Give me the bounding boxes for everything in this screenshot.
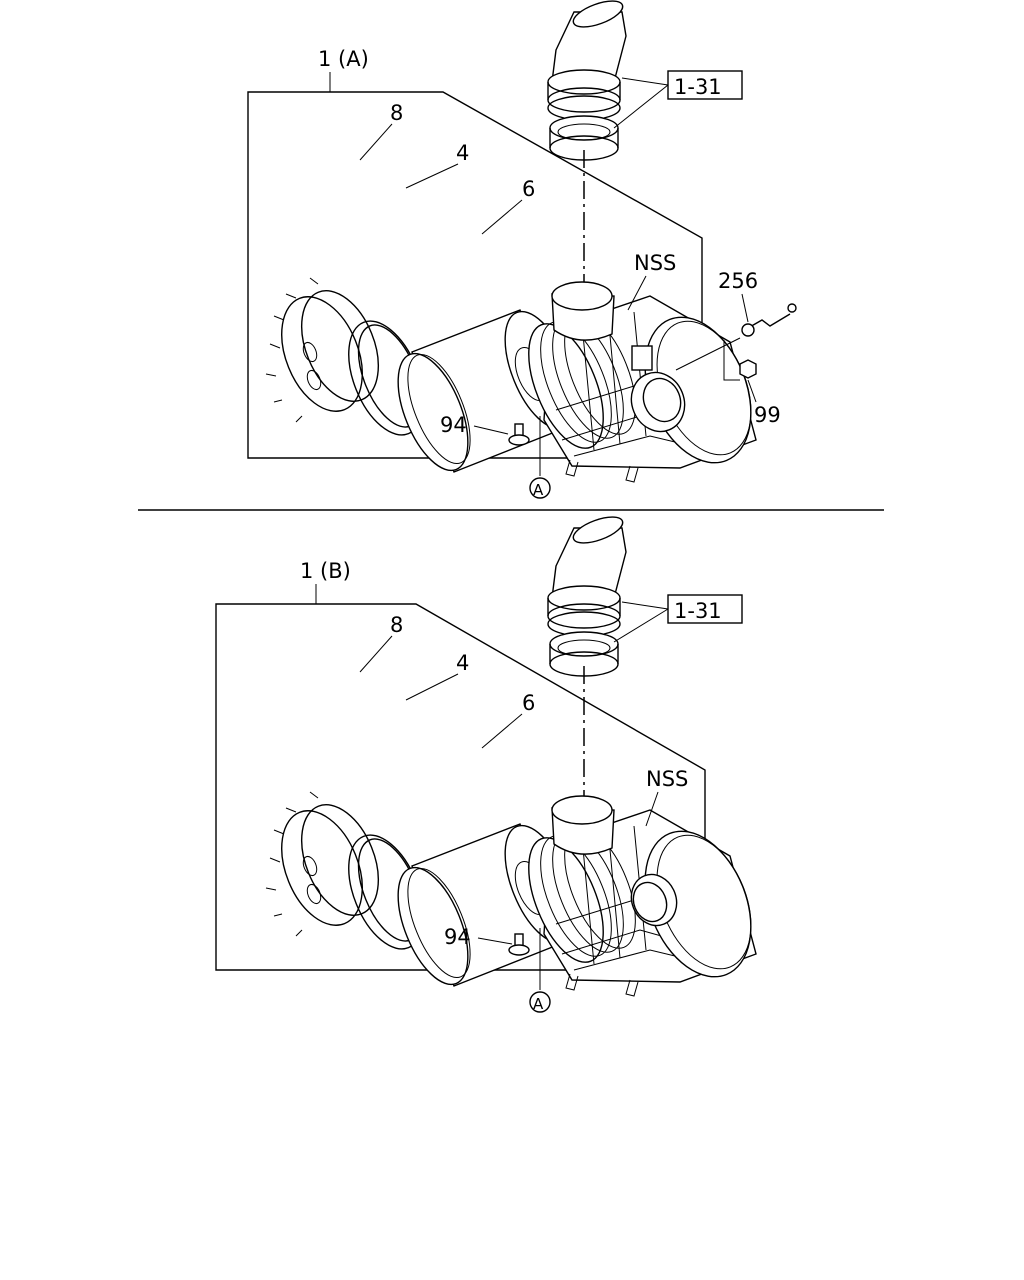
lower-callout-bolt: 94 bbox=[444, 925, 471, 949]
upper-callout-element: 6 bbox=[522, 177, 535, 201]
upper-view-marker bbox=[529, 477, 551, 499]
lower-assembly-label: 1 (B) bbox=[300, 559, 351, 583]
upper-inlet-elbow bbox=[547, 0, 627, 161]
upper-view: 1 (A) 1-31 8 4 6 bbox=[247, 0, 797, 499]
lower-air-cleaner bbox=[265, 791, 772, 997]
upper-ref-label: 1-31 bbox=[674, 75, 722, 99]
upper-callout-nut: 99 bbox=[754, 403, 781, 427]
lower-end-cap bbox=[630, 873, 678, 927]
lower-view-marker bbox=[529, 991, 551, 1013]
lower-inlet-elbow bbox=[547, 511, 627, 677]
upper-sensor bbox=[741, 303, 797, 337]
upper-callout-cover: 8 bbox=[390, 101, 403, 125]
upper-callout-bolt: 94 bbox=[440, 413, 467, 437]
upper-bolt bbox=[508, 423, 530, 446]
upper-nut bbox=[739, 359, 757, 379]
lower-view: 1 (B) 1-31 8 4 6 NSS 94 bbox=[215, 511, 772, 1013]
upper-air-cleaner bbox=[265, 277, 772, 483]
lower-view-letter: A bbox=[533, 995, 544, 1013]
upper-callout-ring: 4 bbox=[456, 141, 469, 165]
lower-callout-cover: 8 bbox=[390, 613, 403, 637]
lower-bolt bbox=[508, 933, 530, 956]
upper-callout-body: NSS bbox=[634, 251, 676, 275]
upper-callout-sensor: 256 bbox=[718, 269, 758, 293]
lower-callout-element: 6 bbox=[522, 691, 535, 715]
upper-assembly-label: 1 (A) bbox=[318, 47, 369, 71]
lower-callout-ring: 4 bbox=[456, 651, 469, 675]
upper-outlet-pipe bbox=[630, 345, 686, 433]
lower-callout-body: NSS bbox=[646, 767, 688, 791]
upper-view-letter: A bbox=[533, 481, 544, 499]
lower-ref-label: 1-31 bbox=[674, 599, 722, 623]
